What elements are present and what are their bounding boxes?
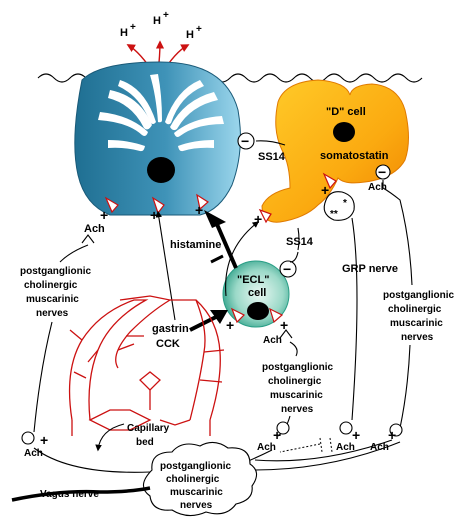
gastrin-label: gastrin [152,323,189,335]
svg-text:Ach: Ach [336,442,355,453]
vagus-nerve-label: Vagus nerve [40,489,99,500]
somatostatin-label: somatostatin [320,150,389,162]
svg-text:+: + [40,432,48,448]
ecl-cell: "ECL" cell − [222,260,297,328]
h-ion-center: H [153,15,161,27]
svg-text:muscarinic: muscarinic [170,487,223,498]
svg-text:Ach: Ach [368,182,387,193]
svg-text:−: − [283,261,291,277]
capillary-label: Capillary [127,423,170,434]
capillary-bed [68,295,225,436]
svg-text:+: + [196,24,202,35]
svg-text:cholinergic: cholinergic [388,304,442,315]
nerve-group-left: postganglionic cholinergic muscarinic ne… [20,266,92,319]
svg-text:Ach: Ach [24,448,43,459]
svg-text:Ach: Ach [263,335,282,346]
svg-text:postganglionic: postganglionic [262,362,334,373]
svg-text:nerves: nerves [180,500,213,511]
svg-text:+: + [352,427,360,443]
svg-text:cell: cell [248,287,266,299]
svg-text:*: * [343,198,347,209]
svg-text:+: + [150,207,158,223]
ss14-mid-label: SS14 [286,236,314,248]
svg-text:nerves: nerves [281,404,314,415]
ecl-nucleus [247,302,269,320]
d-cell-inhibitory-receptor [375,164,391,180]
svg-text:+: + [226,317,234,333]
svg-text:+: + [273,427,281,443]
bottom-cloud-ganglion: postganglionic cholinergic muscarinic ne… [142,441,258,517]
svg-text:nerves: nerves [401,332,434,343]
svg-text:cholinergic: cholinergic [24,280,78,291]
nerve-group-right: postganglionic cholinergic muscarinic ne… [383,290,455,343]
histamine-label: histamine [170,239,221,251]
ecl-cell-label: "ECL" [237,274,269,286]
grp-nerve-label: GRP nerve [342,263,398,275]
svg-text:+: + [321,182,329,198]
svg-text:muscarinic: muscarinic [390,318,443,329]
svg-text:cholinergic: cholinergic [268,376,322,387]
svg-text:Ach: Ach [257,442,276,453]
nerve-group-center: postganglionic cholinergic muscarinic ne… [262,362,334,415]
svg-text:postganglionic: postganglionic [383,290,455,301]
svg-text:+: + [280,317,288,333]
grp-terminal: * ** [323,191,355,221]
svg-text:+: + [130,22,136,33]
d-cell-label: "D" cell [326,106,366,118]
h-ion-right: H [186,29,194,41]
svg-text:bed: bed [136,437,154,448]
svg-text:**: ** [330,209,338,220]
svg-text:postganglionic: postganglionic [20,266,92,277]
svg-text:−: − [378,164,386,180]
svg-text:muscarinic: muscarinic [26,294,79,305]
svg-text:Ach: Ach [370,442,389,453]
parietal-cell: − [74,61,255,216]
svg-text:+: + [100,207,108,223]
svg-text:+: + [254,211,262,227]
svg-text:+: + [163,10,169,21]
svg-text:nerves: nerves [36,308,69,319]
svg-text:+: + [195,202,203,218]
svg-text:cholinergic: cholinergic [166,474,220,485]
svg-text:−: − [241,133,249,149]
canaliculi [98,74,224,152]
d-cell: "D" cell somatostatin + − [261,79,409,223]
h-ion-left: H [120,27,128,39]
parietal-nucleus [147,157,175,183]
svg-text:postganglionic: postganglionic [160,461,232,472]
d-cell-nucleus [333,122,355,142]
svg-text:+: + [388,427,396,443]
ss14-top-label: SS14 [258,151,286,163]
cck-label: CCK [156,338,180,350]
ss14-receptor-parietal [237,132,255,150]
svg-text:Ach: Ach [84,223,105,235]
svg-text:muscarinic: muscarinic [270,390,323,401]
